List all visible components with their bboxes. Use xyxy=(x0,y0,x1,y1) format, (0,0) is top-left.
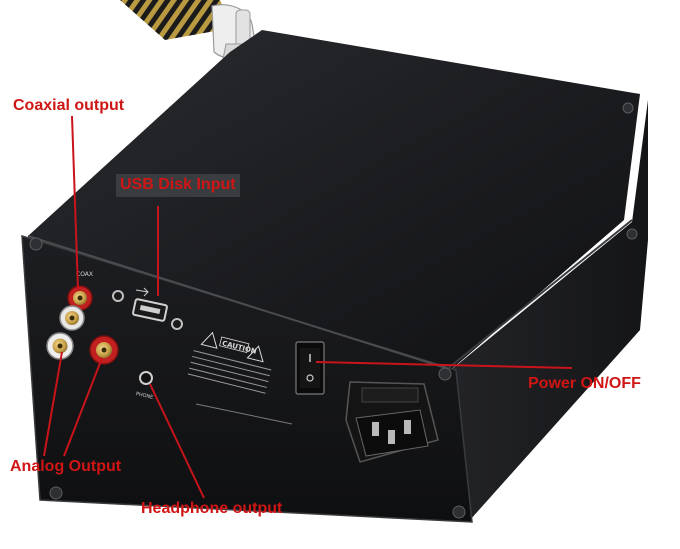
coax-label: COAX xyxy=(76,271,93,278)
usb-port xyxy=(132,298,168,322)
callout-coaxial-output: Coaxial output xyxy=(13,97,125,114)
panel-screws xyxy=(29,102,638,519)
caution-icon xyxy=(200,331,264,363)
headphone-jack xyxy=(139,371,153,385)
usb-side-screw xyxy=(171,318,183,330)
analog-rca-jack-right xyxy=(89,335,119,365)
analog-rca-jack-white-2 xyxy=(46,332,74,360)
phone-label: PHONE xyxy=(135,391,153,401)
callout-usb-disk-input: USB Disk Input xyxy=(116,174,240,197)
coaxial-rca-jack xyxy=(67,285,93,311)
analog-rca-jack-left xyxy=(59,305,85,331)
usb-icon xyxy=(135,287,149,297)
chassis-side xyxy=(446,100,648,520)
callout-analog-output: Analog Output xyxy=(10,458,122,475)
callout-power-on-off: Power ON/OFF xyxy=(528,375,641,392)
iec-inlet-icon xyxy=(345,381,439,463)
callout-lines xyxy=(43,115,573,499)
callout-headphone-output: Headphone output xyxy=(141,500,283,517)
small-round-button xyxy=(112,290,124,302)
power-cable xyxy=(120,0,259,65)
fine-print xyxy=(195,403,293,425)
power-switch-icon xyxy=(295,341,325,395)
